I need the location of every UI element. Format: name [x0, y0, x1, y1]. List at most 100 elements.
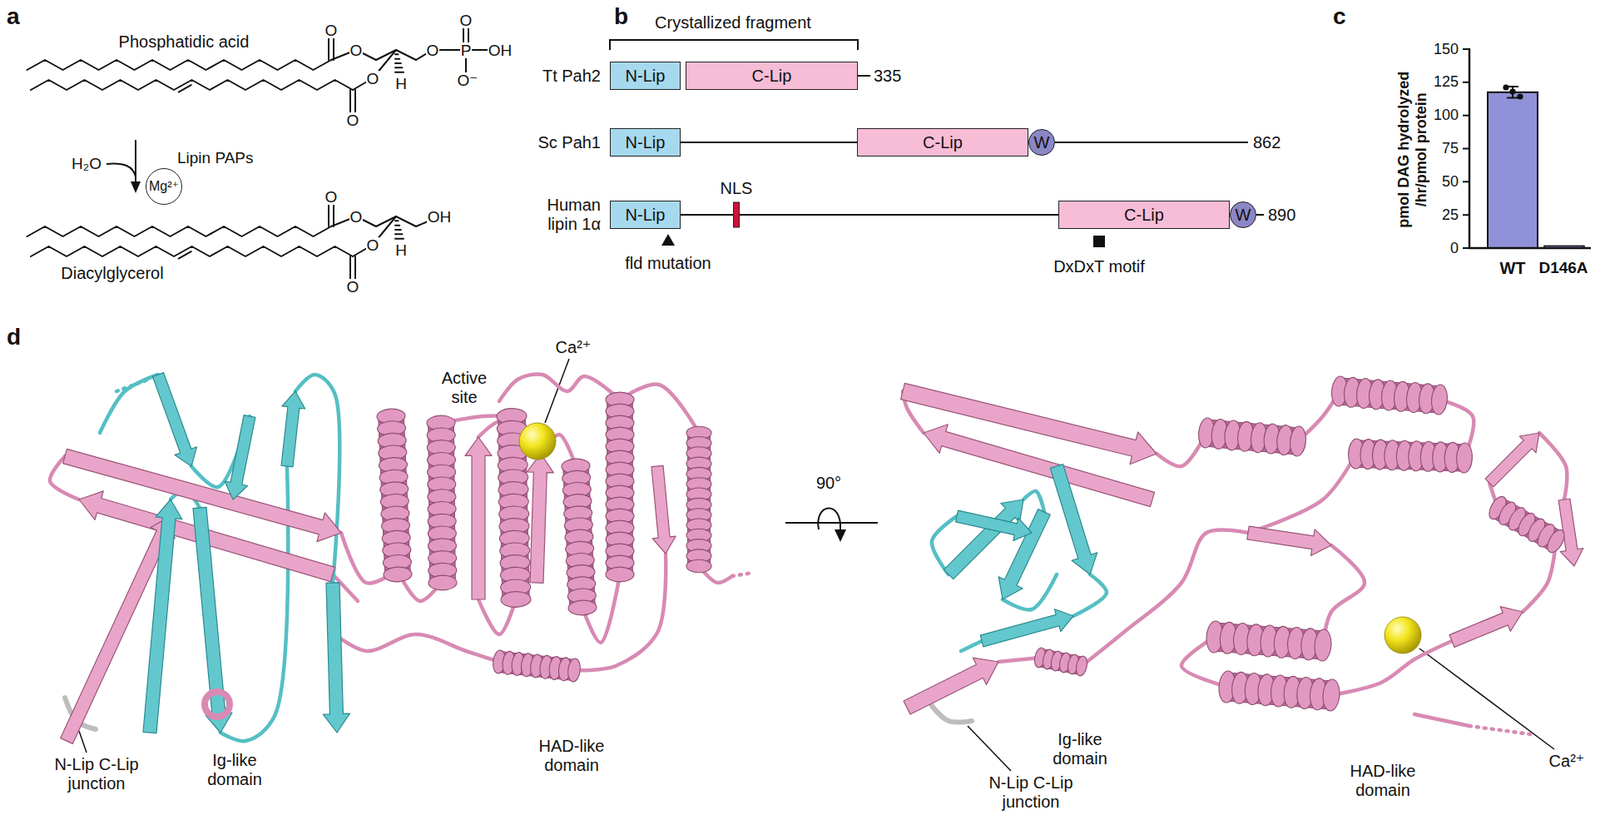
coil-loop: [732, 572, 753, 576]
beta-strand: [1247, 525, 1332, 555]
molecule-name: Phosphatidic acid: [118, 32, 250, 52]
node-text: C-Lip: [752, 66, 793, 85]
beta-strand: [1449, 606, 1523, 648]
atom-symbol: O: [324, 188, 339, 205]
data-point: [1516, 93, 1523, 100]
molecule-name: Diacylglycerol: [60, 263, 164, 283]
atom-symbol: O: [459, 12, 474, 29]
node-text: W: [1235, 205, 1252, 224]
tick: [1462, 148, 1470, 150]
coil-loop: [332, 632, 500, 662]
beta-strand: [322, 582, 350, 733]
tick-label: 0: [1450, 239, 1459, 258]
mutation-label: fld mutation: [624, 253, 711, 273]
beta-strand: [1485, 432, 1540, 487]
tick: [1462, 180, 1470, 183]
atom-symbol: OH: [426, 208, 453, 225]
tick: [1462, 114, 1470, 117]
sequence-line: [857, 74, 871, 77]
beta-strand: [224, 415, 256, 500]
bond: [376, 49, 397, 60]
bond: [178, 251, 192, 258]
beta-strand: [651, 465, 676, 554]
bond: [395, 228, 402, 231]
bond: [396, 216, 417, 227]
protein-name: Sc Pah1: [537, 133, 601, 153]
domain-box: C-Lip: [1058, 200, 1230, 229]
leader-line: [1419, 648, 1555, 749]
bond: [395, 66, 402, 69]
panel-letter: b: [614, 3, 629, 30]
bar: [1487, 92, 1538, 248]
bond: [395, 232, 402, 235]
figure-shape: [1462, 49, 1470, 248]
atom-symbol: P: [460, 42, 473, 59]
atom-symbol: O: [366, 237, 381, 253]
residue-count: 335: [873, 66, 902, 86]
bond: [396, 49, 417, 60]
coil-loop: [1469, 725, 1531, 734]
tick: [1462, 247, 1470, 249]
atom-symbol: OH: [487, 42, 514, 59]
atom-symbol: O: [366, 70, 381, 87]
atom-symbol: H: [394, 242, 408, 258]
tick-label: 50: [1441, 173, 1459, 191]
beta-strand: [152, 372, 197, 466]
reagent: H₂O: [70, 155, 103, 172]
site-label: Active site: [433, 368, 496, 407]
atom-symbol: H: [394, 75, 408, 92]
domain-circle: W: [1229, 201, 1257, 228]
node-text: Mg²⁺: [148, 178, 179, 194]
residue-count: 890: [1268, 205, 1296, 225]
bond: [395, 219, 399, 222]
atom-symbol: O: [346, 278, 361, 295]
coil-loop: [1248, 453, 1357, 533]
coil-loop: [960, 640, 982, 651]
residue-count: 862: [1253, 133, 1281, 153]
helix-turn: [1430, 383, 1449, 415]
coil-loop: [499, 373, 620, 402]
rotation-head: [834, 529, 847, 542]
domain-box: N-Lip: [609, 200, 681, 229]
beta-strand: [923, 424, 1155, 507]
domain-circle: W: [1028, 128, 1056, 156]
tick-label: 75: [1441, 139, 1459, 158]
beta-strand: [956, 510, 1033, 540]
data-point: [1509, 88, 1516, 95]
domain-label: HAD-like domain: [1337, 761, 1429, 800]
domain-box: N-Lip: [609, 128, 681, 157]
category-label: WT: [1499, 258, 1526, 278]
fragment-bracket: [609, 39, 858, 50]
bond: [395, 62, 402, 65]
region-label: N-Lip C-Lip junction: [976, 772, 1085, 812]
ion-label: Ca²⁺: [1549, 751, 1586, 771]
domain-map-lines: [609, 39, 1264, 215]
tick: [1462, 48, 1470, 50]
mutation-triangle: [661, 233, 675, 246]
helix-core: [378, 415, 412, 575]
acyl-chain: [27, 226, 332, 237]
reaction-arrow: [106, 139, 141, 194]
bond: [395, 224, 400, 227]
motif-label: NLS: [720, 178, 753, 199]
beta-strand: [281, 391, 306, 467]
calcium-ion: [1384, 616, 1422, 654]
node-text: W: [1034, 133, 1051, 152]
bond: [395, 71, 404, 74]
helix-turn: [500, 590, 531, 608]
domain-label: Ig-like domain: [197, 750, 273, 789]
calcium-ion: [519, 422, 556, 460]
beta-strand: [903, 657, 999, 714]
domain-box: N-Lip: [609, 61, 681, 90]
x-axis: [1468, 247, 1591, 250]
rotation-symbol: [785, 507, 878, 542]
protein-name: Tt Pah2: [542, 66, 601, 86]
data-point: [1502, 84, 1509, 90]
bracket-label: Crystallized fragment: [654, 13, 812, 33]
panel-letter: d: [6, 323, 21, 351]
domain-box: C-Lip: [685, 61, 858, 90]
helix-turn: [1456, 442, 1473, 474]
